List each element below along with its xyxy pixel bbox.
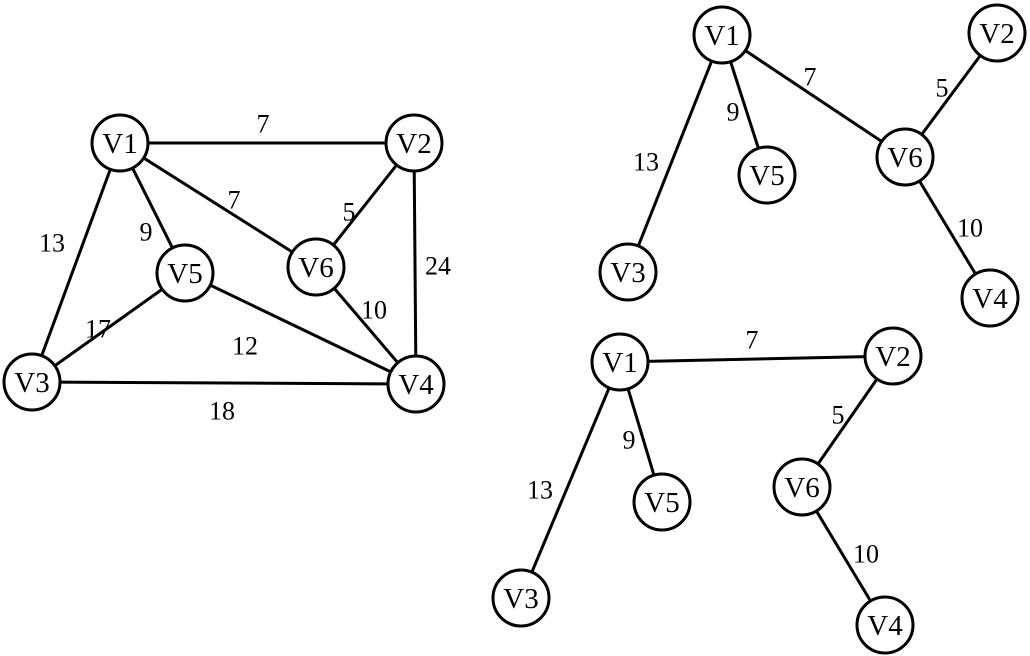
node-circle [967, 3, 1027, 63]
graph2-weight-v1-v6: 7 [804, 63, 817, 92]
graph1-node-v6: V6 [286, 237, 346, 297]
node-circle [491, 568, 551, 628]
node-circle [386, 354, 446, 414]
node-label: V2 [875, 341, 910, 373]
graph2-weight-v6-v4: 10 [957, 214, 983, 243]
node-label: V6 [298, 252, 333, 284]
graph1-weight-v5-v3: 17 [85, 315, 111, 344]
node-label: V3 [503, 583, 538, 615]
graph2-node-v1: V1 [692, 5, 752, 65]
graph3-node-v5: V5 [632, 472, 692, 532]
graph3-weight-v1-v2: 7 [746, 326, 759, 355]
graph3-weight-v1-v3: 13 [527, 476, 553, 505]
node-circle [286, 237, 346, 297]
node-label: V1 [704, 20, 739, 52]
node-circle [855, 595, 915, 655]
graph1-weight-v1-v2: 7 [257, 110, 270, 139]
graph2-weight-v1-v5: 9 [727, 98, 740, 127]
node-label: V1 [602, 347, 637, 379]
graph2-weight-v1-v3: 13 [633, 148, 659, 177]
graph2-node-v6: V6 [875, 127, 935, 187]
graph1-edge-v3-v4 [31, 380, 417, 386]
graph1-edge-v1-v3 [30, 142, 122, 383]
graph3-weight-v1-v5: 9 [623, 426, 636, 455]
graph1-weight-v1-v5: 9 [140, 218, 153, 247]
node-circle [772, 457, 832, 517]
node-label: V3 [610, 257, 645, 289]
node-circle [692, 5, 752, 65]
graph1-weight-v1-v3: 13 [39, 229, 65, 258]
node-label: V4 [972, 283, 1008, 315]
graph1-weight-v2-v4: 24 [425, 252, 451, 281]
node-circle [590, 332, 650, 392]
graph3-weight-v2-v6: 5 [832, 401, 845, 430]
graph1-weight-v3-v4: 18 [209, 397, 235, 426]
graph1-edge-v5-v4 [184, 271, 417, 386]
graph3-node-v4: V4 [855, 595, 915, 655]
graph1-node-v1: V1 [90, 113, 150, 173]
node-circle [863, 326, 923, 386]
graph3-node-v2: V2 [863, 326, 923, 386]
graph2-node-v4: V4 [960, 268, 1020, 328]
node-label: V2 [979, 18, 1014, 50]
graph1-node-v4: V4 [386, 354, 446, 414]
graph1-weight-v6-v4: 10 [361, 296, 387, 325]
node-circle [155, 243, 215, 303]
node-label: V3 [14, 367, 49, 399]
weights-layer: 7 7 9 13 5 24 10 12 17 18 13 9 7 5 10 7 13 9 5 10 [39, 63, 983, 569]
node-label: V6 [784, 472, 819, 504]
node-circle [632, 472, 692, 532]
graph3-node-v3: V3 [491, 568, 551, 628]
graph3-edge-v1-v3 [519, 361, 622, 599]
node-circle [90, 113, 150, 173]
graph1-weight-v1-v6: 7 [228, 186, 241, 215]
node-label: V5 [644, 487, 679, 519]
node-circle [875, 127, 935, 187]
node-circle [737, 145, 797, 205]
graph1-node-v2: V2 [384, 113, 444, 173]
graph3-node-v6: V6 [772, 457, 832, 517]
graph3-node-v1: V1 [590, 332, 650, 392]
node-label: V4 [398, 369, 434, 401]
node-circle [960, 268, 1020, 328]
node-label: V6 [887, 142, 922, 174]
graph1-node-v5: V5 [155, 243, 215, 303]
node-circle [384, 113, 444, 173]
graph3-weight-v6-v4: 10 [853, 540, 879, 569]
graph1-edge-v1-v6 [119, 141, 317, 269]
graph3-edge-v1-v2 [619, 354, 894, 364]
graph2-edge-v1-v3 [626, 34, 724, 273]
node-circle [598, 242, 658, 302]
graph1-node-v3: V3 [2, 352, 62, 412]
edges-layer [30, 32, 999, 626]
node-label: V4 [867, 610, 903, 642]
graph1-edge-v2-v4 [412, 142, 418, 385]
node-label: V5 [749, 160, 784, 192]
graph2-node-v5: V5 [737, 145, 797, 205]
graph1-weight-v5-v4: 12 [232, 332, 258, 361]
node-circle [2, 352, 62, 412]
graph2-node-v2: V2 [967, 3, 1027, 63]
graph2-node-v3: V3 [598, 242, 658, 302]
node-label: V1 [102, 128, 137, 160]
graph1-weight-v2-v6: 5 [343, 198, 356, 227]
graph2-weight-v2-v6: 5 [936, 74, 949, 103]
graph1-edge-v5-v3 [31, 271, 186, 384]
graph2-edge-v1-v6 [721, 33, 906, 159]
node-label: V5 [167, 258, 202, 290]
node-label: V2 [396, 128, 431, 160]
